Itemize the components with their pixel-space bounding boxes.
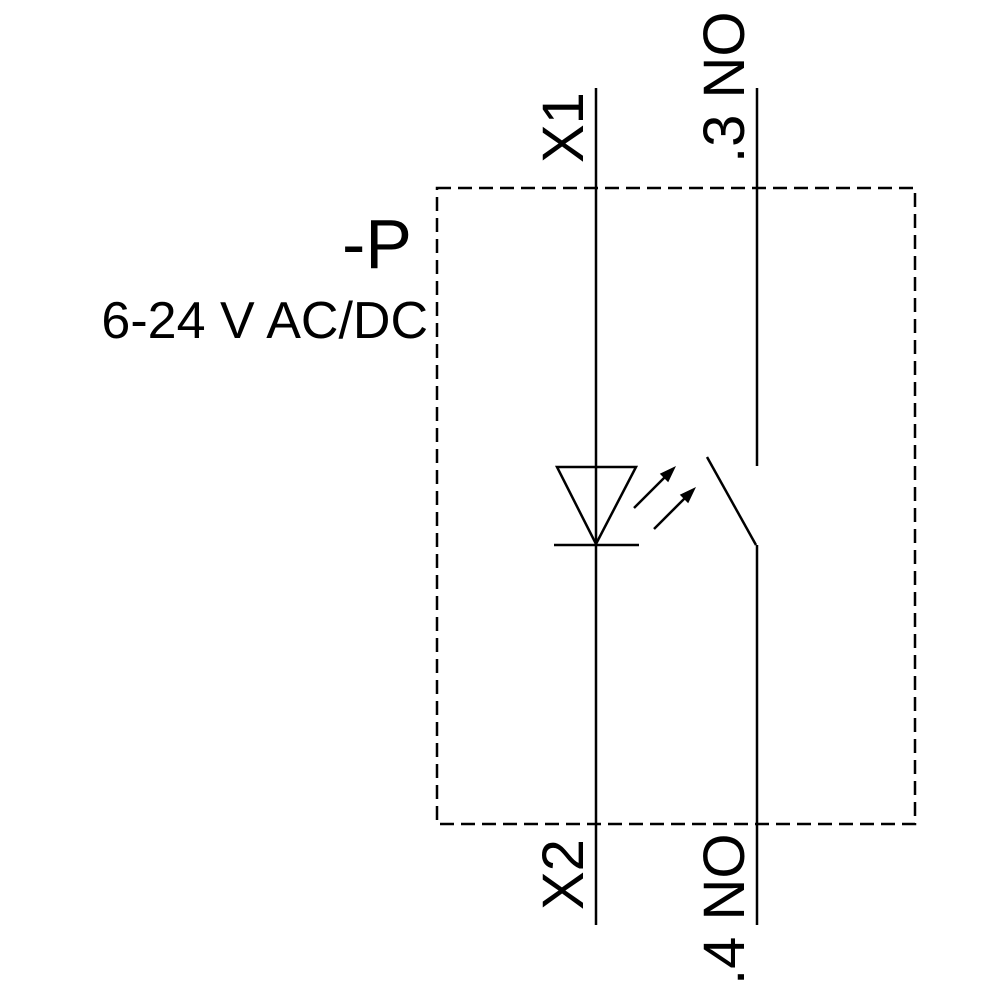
normally-open-contact-symbol-icon — [705, 456, 758, 546]
terminal-label-3no: .3 NO — [692, 12, 757, 164]
terminal-label-x2: X2 — [531, 839, 596, 910]
voltage-rating-label: 6-24 V AC/DC — [101, 292, 428, 350]
contact-blade — [705, 456, 758, 546]
led-triangle — [554, 465, 639, 547]
light-arrow-head — [679, 487, 696, 504]
light-arrow-shaft — [633, 476, 666, 509]
dashed-component-boundary-icon — [435, 186, 917, 826]
light-emission-arrows-icon — [633, 466, 696, 530]
light-arrow-shaft — [653, 497, 686, 530]
led-symbol-icon — [554, 465, 696, 547]
light-arrow-head — [659, 466, 676, 483]
terminal-label-4no: .4 NO — [692, 834, 757, 986]
device-designation-label: -P — [342, 205, 412, 283]
terminal-label-x1: X1 — [531, 92, 596, 163]
